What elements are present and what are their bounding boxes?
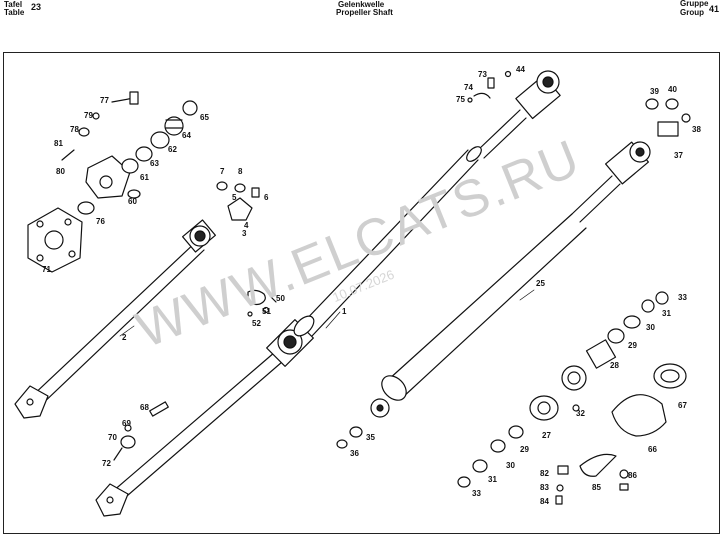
callout-label: 2 (122, 333, 127, 342)
diagram-frame (3, 52, 720, 534)
callout-label: 7 (220, 167, 225, 176)
callout-label: 31 (662, 309, 671, 318)
callout-label: 78 (70, 125, 79, 134)
callout-label: 61 (140, 173, 149, 182)
callout-label: 76 (96, 217, 105, 226)
callout-label: 50 (276, 294, 285, 303)
gruppe-label: Gruppe (680, 0, 709, 8)
callout-label: 75 (456, 95, 465, 104)
callout-label: 27 (542, 431, 551, 440)
callout-label: 33 (472, 489, 481, 498)
callout-label: 6 (264, 193, 269, 202)
coupling-parts-3-8 (216, 181, 260, 221)
callout-label: 72 (102, 459, 111, 468)
title-german: Gelenkwelle (338, 0, 385, 9)
callout-label: 33 (678, 293, 687, 302)
callout-label: 79 (84, 111, 93, 120)
callout-label: 66 (648, 445, 657, 454)
table-label: Table (4, 8, 25, 17)
callout-label: 68 (140, 403, 149, 412)
callout-label: 51 (262, 307, 271, 316)
callout-label: 29 (520, 445, 529, 454)
callout-label: 84 (540, 497, 549, 506)
callout-label: 31 (488, 475, 497, 484)
table-number: 23 (31, 2, 42, 12)
propeller-shaft-part-2 (14, 219, 216, 419)
callout-label: 3 (242, 229, 247, 238)
callout-label: 81 (54, 139, 63, 148)
tafel-label: Tafel (4, 0, 23, 9)
callout-label: 35 (366, 433, 375, 442)
leader-lines (119, 289, 535, 337)
callout-label: 82 (540, 469, 549, 478)
callout-label: 29 (628, 341, 637, 350)
propeller-shaft-part-1 (95, 70, 561, 517)
callout-label: 30 (506, 461, 515, 470)
callout-label: 8 (238, 167, 243, 176)
callout-label: 70 (108, 433, 117, 442)
callout-label: 39 (650, 87, 659, 96)
callout-label: 4 (244, 221, 249, 230)
callout-label: 64 (182, 131, 191, 140)
callout-label: 69 (122, 419, 131, 428)
callout-label: 65 (200, 113, 209, 122)
callout-label: 83 (540, 483, 549, 492)
callout-label: 40 (668, 85, 677, 94)
callout-label: 86 (628, 471, 637, 480)
small-parts-44-75 (467, 70, 512, 103)
callout-labels: 1 2 3 4 5 6 7 8 25 27 28 29 29 30 30 31 … (42, 65, 701, 506)
clip-parts-50-52 (247, 289, 277, 317)
flexible-coupling-group (27, 91, 198, 273)
callout-label: 63 (150, 159, 159, 168)
callout-label: 74 (464, 83, 473, 92)
callout-label: 85 (592, 483, 601, 492)
group-label: Group (680, 8, 704, 17)
callout-label: 73 (478, 70, 487, 79)
propeller-shaft-part-25 (370, 141, 651, 418)
callout-label: 44 (516, 65, 525, 74)
callout-label: 52 (252, 319, 261, 328)
callout-label: 28 (610, 361, 619, 370)
callout-label: 32 (576, 409, 585, 418)
callout-label: 62 (168, 145, 177, 154)
callout-label: 77 (100, 96, 109, 105)
bearing-parts-37-40 (645, 98, 691, 137)
group-number: 41 (709, 4, 720, 14)
callout-label: 60 (128, 197, 137, 206)
bolt-parts-68-72 (113, 401, 169, 461)
center-bearing-group (457, 291, 687, 505)
callout-label: 1 (342, 307, 347, 316)
callout-label: 36 (350, 449, 359, 458)
callout-label: 38 (692, 125, 701, 134)
title-english: Propeller Shaft (336, 8, 393, 17)
callout-label: 71 (42, 265, 51, 274)
callout-label: 80 (56, 167, 65, 176)
washer-parts-35-36 (336, 426, 363, 449)
callout-label: 5 (232, 193, 237, 202)
callout-label: 25 (536, 279, 545, 288)
callout-label: 37 (674, 151, 683, 160)
callout-label: 67 (678, 401, 687, 410)
callout-label: 30 (646, 323, 655, 332)
